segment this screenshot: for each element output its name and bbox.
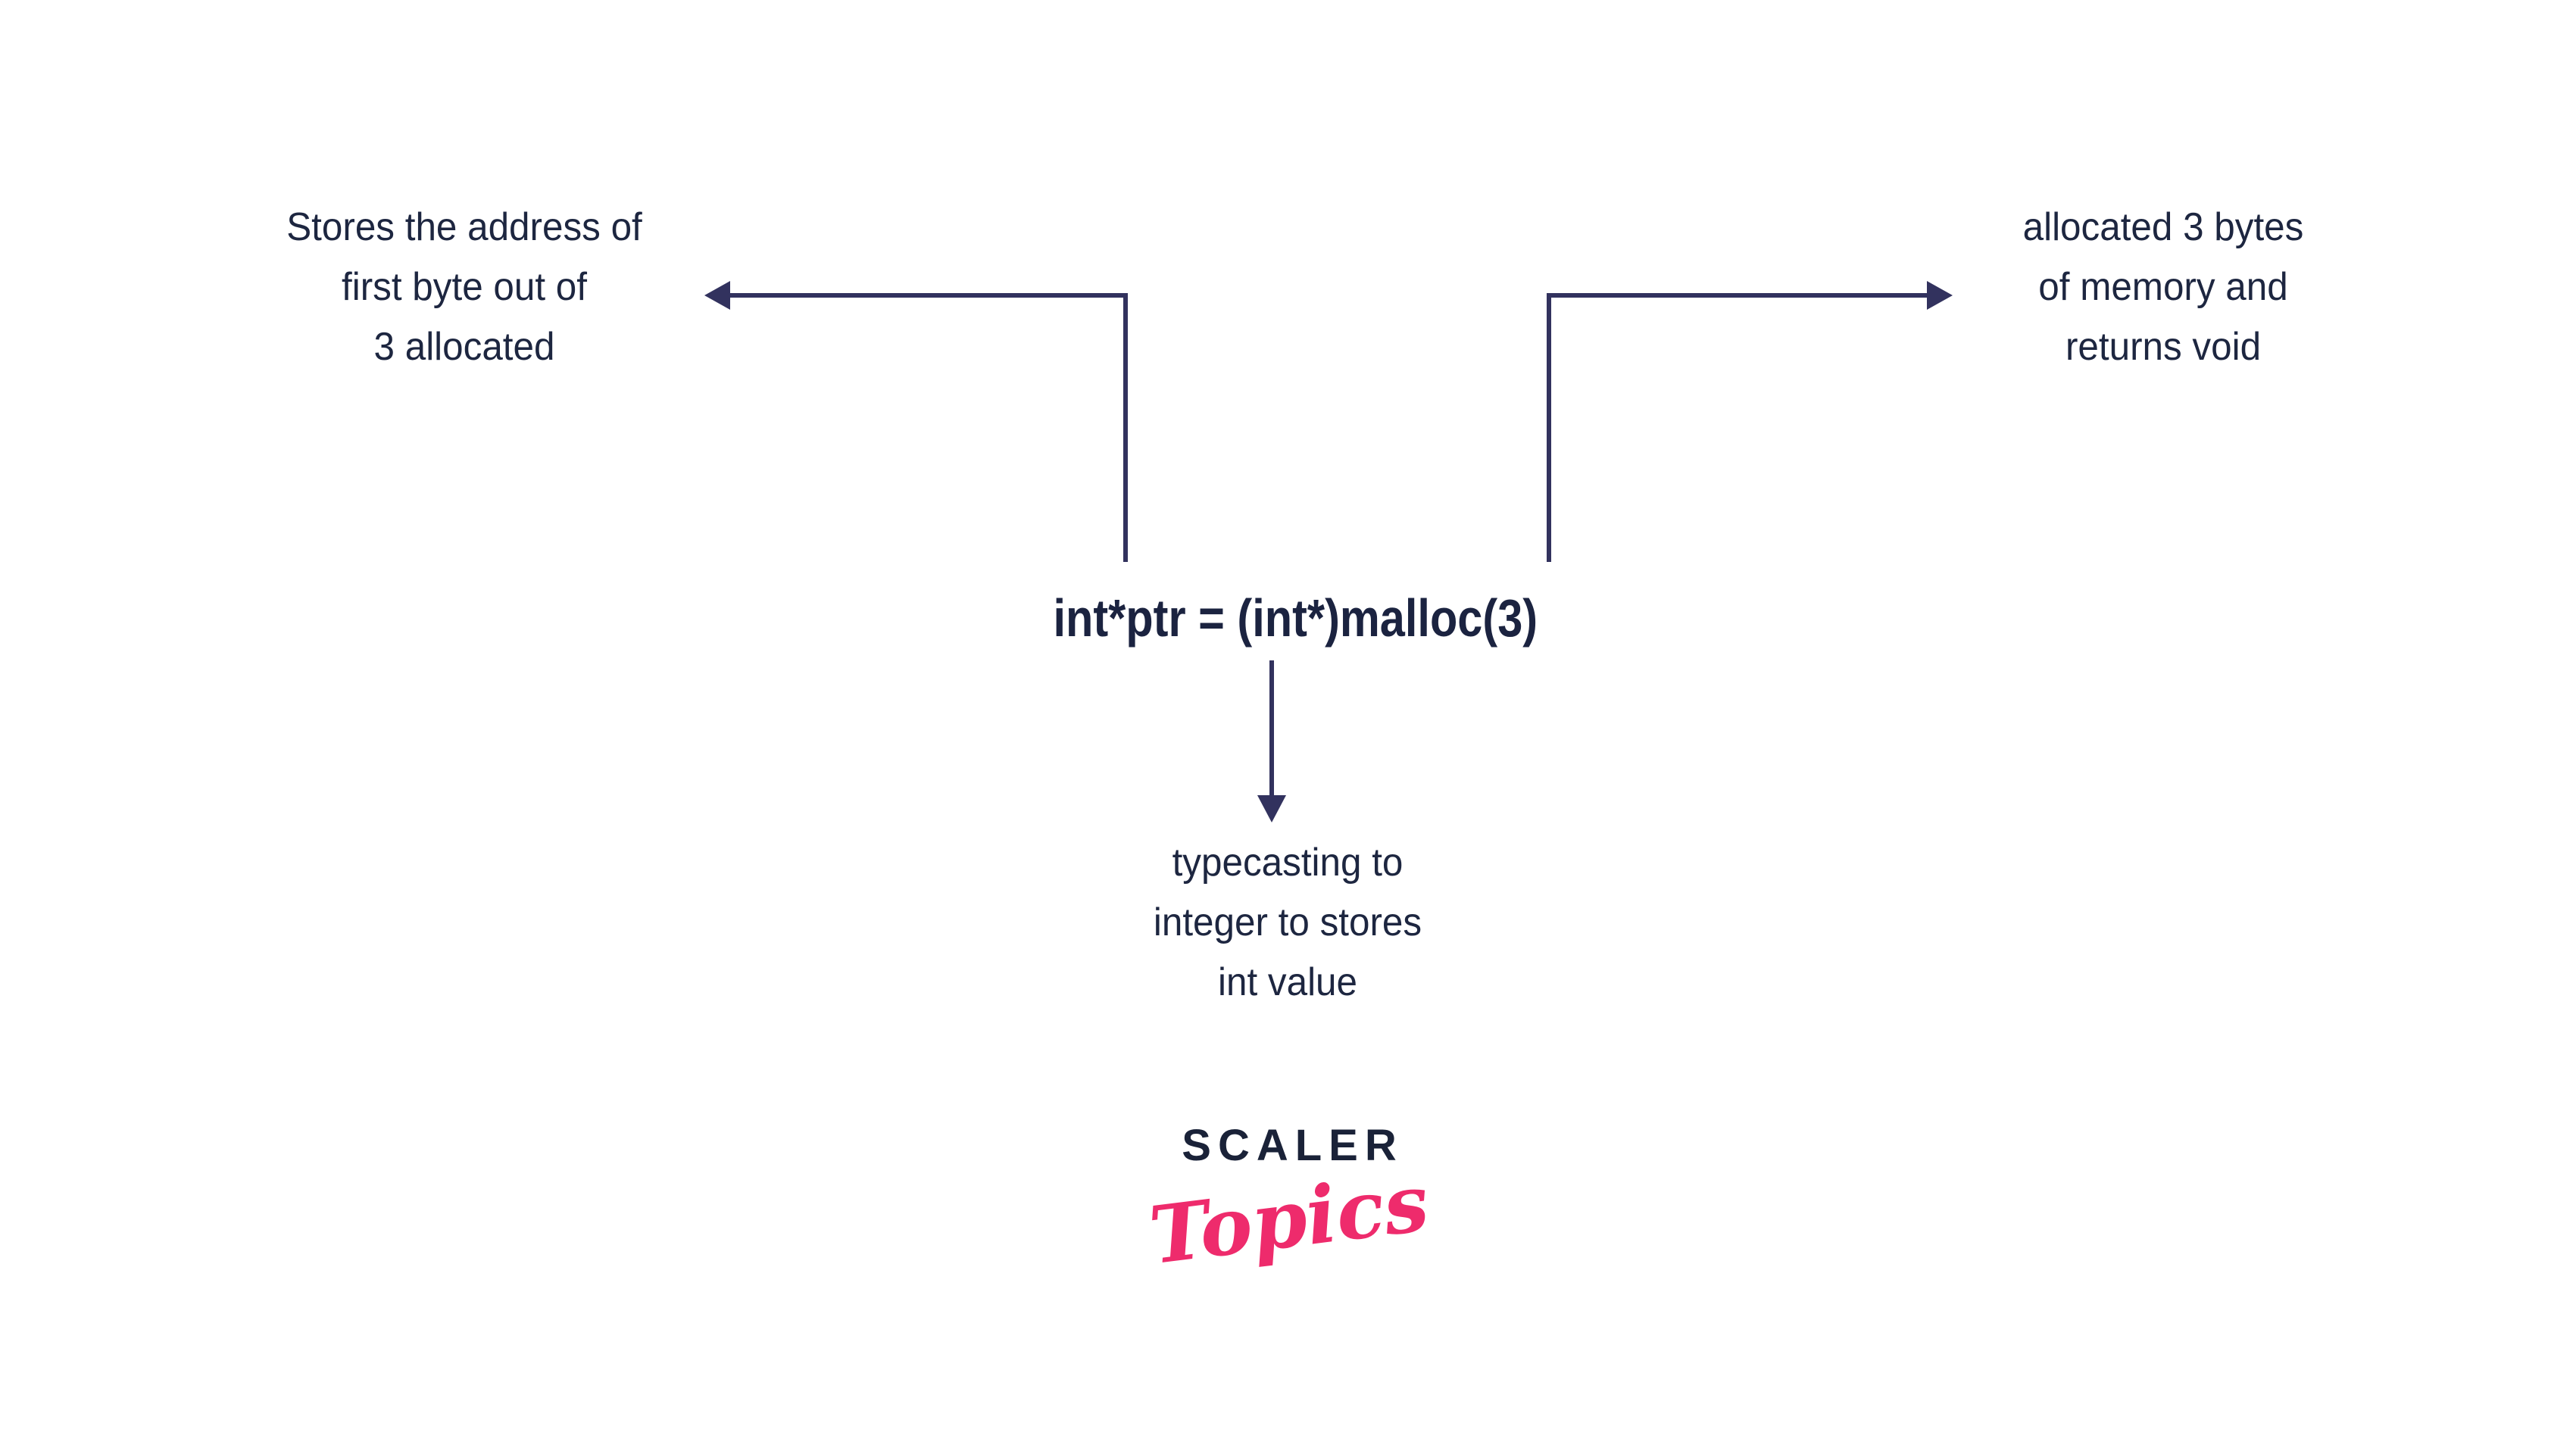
left-annotation: Stores the address of first byte out of …: [237, 198, 692, 377]
bottom-annotation-line-3: int value: [1217, 960, 1358, 1004]
code-expression: int*ptr = (int*)malloc(3): [916, 590, 1674, 646]
left-annotation-line-3: 3 allocated: [373, 325, 555, 369]
right-annotation-line-2: of memory and: [2038, 265, 2288, 309]
logo-wordmark-scaler: SCALER: [1182, 1121, 1404, 1170]
arrow-down-head-icon: [1257, 795, 1286, 822]
arrow-left-head-icon: [704, 281, 730, 310]
bottom-annotation-line-2: integer to stores: [1153, 900, 1422, 944]
left-annotation-line-2: first byte out of: [341, 265, 587, 309]
arrow-left-line: [729, 293, 1128, 562]
right-annotation: allocated 3 bytes of memory and returns …: [1936, 198, 2390, 377]
scaler-topics-logo: SCALER Topics: [1062, 1121, 1516, 1283]
bottom-annotation-line-1: typecasting to: [1172, 841, 1404, 885]
right-annotation-line-3: returns void: [2065, 325, 2262, 369]
bottom-annotation: typecasting to integer to stores int val…: [1060, 833, 1515, 1013]
arrow-right-line: [1547, 293, 1928, 562]
left-annotation-line-1: Stores the address of: [286, 205, 642, 249]
right-annotation-line-1: allocated 3 bytes: [2022, 205, 2304, 249]
code-expression-text: int*ptr = (int*)malloc(3): [1053, 588, 1538, 648]
